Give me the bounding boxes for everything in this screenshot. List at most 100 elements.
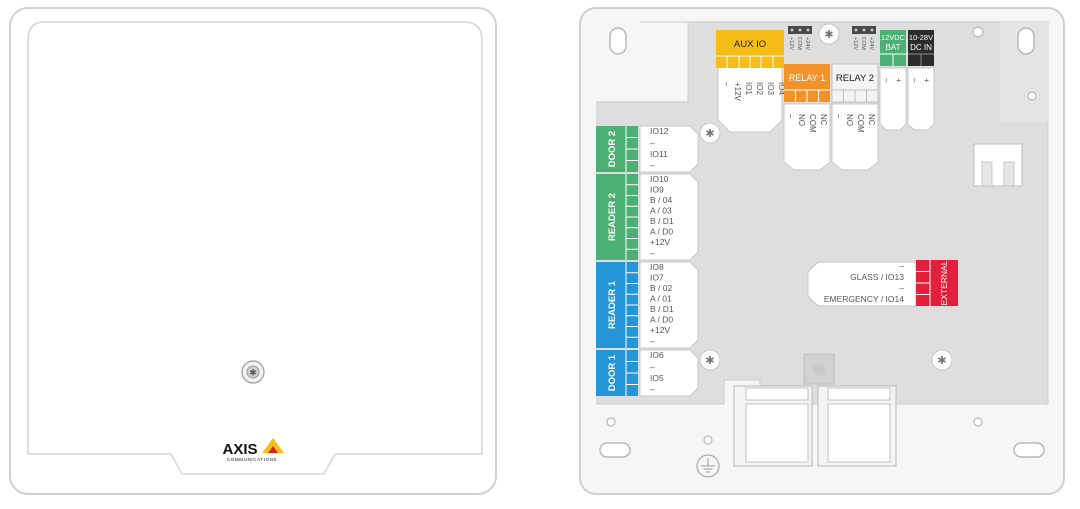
aux-pin: IO3 (766, 82, 775, 95)
reader2-connector: READER 2 IO10 IO9 B / 04 A / 03 B / D1 A… (596, 173, 699, 261)
aux-pin: IO4 (777, 82, 786, 95)
svg-text:+12V: +12V (788, 37, 794, 50)
svg-text:–: – (650, 138, 655, 148)
relay1-connector: RELAY 1 – NO COM NC (783, 64, 831, 171)
svg-text:IO10: IO10 (650, 174, 669, 184)
svg-text:+12V: +12V (650, 237, 670, 247)
svg-text:–: – (882, 78, 891, 83)
screw-icon: ✱ (699, 122, 721, 144)
cover-screw-icon: ✱ (241, 360, 265, 384)
bottom-cutouts (733, 385, 897, 467)
front-cover: ✱ AXIS COMMUNICATIONS (9, 7, 497, 495)
aux-io-label: AUX IO (734, 39, 766, 50)
svg-text:✱: ✱ (705, 355, 714, 367)
svg-text:A / 03: A / 03 (650, 206, 672, 216)
jumper-left: +12V COM +24V (788, 26, 812, 50)
aux-pin: IO1 (744, 82, 753, 95)
svg-text:B / D1: B / D1 (650, 216, 674, 226)
svg-text:DOOR 2: DOOR 2 (607, 131, 618, 167)
brand-name: AXIS (222, 441, 257, 458)
svg-text:A / D0: A / D0 (650, 227, 673, 237)
svg-text:+24V: +24V (868, 37, 874, 50)
relay2-label: RELAY 2 (836, 73, 874, 84)
brand-subtitle: COMMUNICATIONS (227, 457, 277, 462)
dcin-connector: 10-28V DC IN – + (907, 30, 935, 131)
aux-pin: – (722, 82, 731, 87)
mount-slot (1017, 27, 1035, 55)
svg-text:EXTERNAL: EXTERNAL (939, 260, 949, 305)
svg-text:DC IN: DC IN (910, 43, 932, 52)
svg-text:IO5: IO5 (650, 373, 664, 383)
screw-icon: ✱ (699, 349, 721, 371)
jumper-right: +12V COM +24V (852, 26, 876, 50)
ground-icon (696, 435, 720, 478)
svg-text:A / D0: A / D0 (650, 315, 673, 325)
svg-text:A / 01: A / 01 (650, 294, 672, 304)
svg-text:+24V: +24V (804, 37, 810, 50)
svg-text:B / 02: B / 02 (650, 283, 672, 293)
svg-text:10-28V: 10-28V (909, 33, 933, 42)
svg-text:IO7: IO7 (650, 273, 664, 283)
svg-text:✱: ✱ (824, 29, 833, 41)
svg-text:IO9: IO9 (650, 185, 664, 195)
svg-text:BAT: BAT (886, 43, 901, 52)
axis-logo: AXIS COMMUNICATIONS (222, 438, 284, 462)
right-bracket (973, 143, 1023, 187)
svg-text:GLASS / IO13: GLASS / IO13 (850, 272, 904, 282)
svg-text:IO12: IO12 (650, 126, 669, 136)
svg-text:+: + (894, 78, 903, 83)
svg-text:–: – (650, 248, 655, 258)
brand-triangle-icon (262, 438, 284, 453)
mount-slot (609, 27, 627, 55)
svg-text:IO6: IO6 (650, 350, 664, 360)
aux-pin: IO2 (755, 82, 764, 95)
relay1-label: RELAY 1 (789, 73, 825, 83)
svg-text:–: – (650, 336, 655, 346)
svg-text:B / 04: B / 04 (650, 195, 672, 205)
svg-text:READER 2: READER 2 (607, 193, 618, 241)
cover-outline (27, 21, 483, 475)
door1-connector: DOOR 1 IO6 – IO5 – (596, 349, 699, 397)
svg-text:IO11: IO11 (650, 149, 668, 159)
svg-text:+: + (922, 78, 931, 83)
door2-connector: DOOR 2 IO12 – IO11 – (596, 125, 699, 173)
svg-text:–: – (834, 114, 843, 119)
svg-text:NC: NC (867, 114, 876, 126)
svg-text:✱: ✱ (705, 128, 714, 140)
pcb-area (596, 21, 1049, 405)
svg-text:IO8: IO8 (650, 262, 664, 272)
screw-icon: ✱ (818, 23, 840, 45)
svg-text:NO: NO (845, 114, 854, 126)
svg-text:–: – (650, 384, 655, 394)
mount-slot (599, 442, 631, 458)
svg-text:–: – (650, 160, 655, 170)
svg-text:EMERGENCY / IO14: EMERGENCY / IO14 (824, 294, 904, 304)
bat-connector: 12VDC BAT – + (879, 30, 907, 131)
relay2-connector: RELAY 2 – NO COM NC (831, 63, 879, 171)
svg-text:READER 1: READER 1 (607, 280, 618, 329)
screw-icon: ✱ (931, 349, 953, 371)
svg-text:COM: COM (808, 114, 817, 133)
svg-text:NO: NO (797, 114, 806, 126)
svg-text:–: – (786, 114, 795, 119)
svg-text:COM: COM (796, 37, 802, 50)
svg-text:+12V: +12V (852, 37, 858, 50)
reader1-connector: READER 1 IO8 IO7 B / 02 A / 01 B / D1 A … (596, 261, 699, 349)
svg-text:B / D1: B / D1 (650, 304, 674, 314)
svg-text:12VDC: 12VDC (881, 33, 906, 42)
svg-text:✱: ✱ (937, 355, 946, 367)
svg-text:+12V: +12V (650, 325, 670, 335)
svg-text:✱: ✱ (249, 368, 257, 378)
svg-text:COM: COM (860, 37, 866, 50)
aux-pin: +12V (733, 82, 742, 102)
backplate: ✱ ✱ ✱ ✱ (579, 7, 1065, 495)
svg-text:NC: NC (819, 114, 828, 126)
svg-text:–: – (910, 78, 919, 83)
svg-text:–: – (650, 362, 655, 372)
external-connector: EXTERNAL – GLASS / IO13 – EMERGENCY / IO… (807, 260, 958, 307)
svg-text:–: – (899, 283, 904, 293)
aux-io-connector: AUX IO – +12V IO1 IO2 IO3 IO4 (716, 30, 786, 133)
svg-text:DOOR 1: DOOR 1 (607, 354, 618, 391)
mount-slot (1013, 442, 1045, 458)
